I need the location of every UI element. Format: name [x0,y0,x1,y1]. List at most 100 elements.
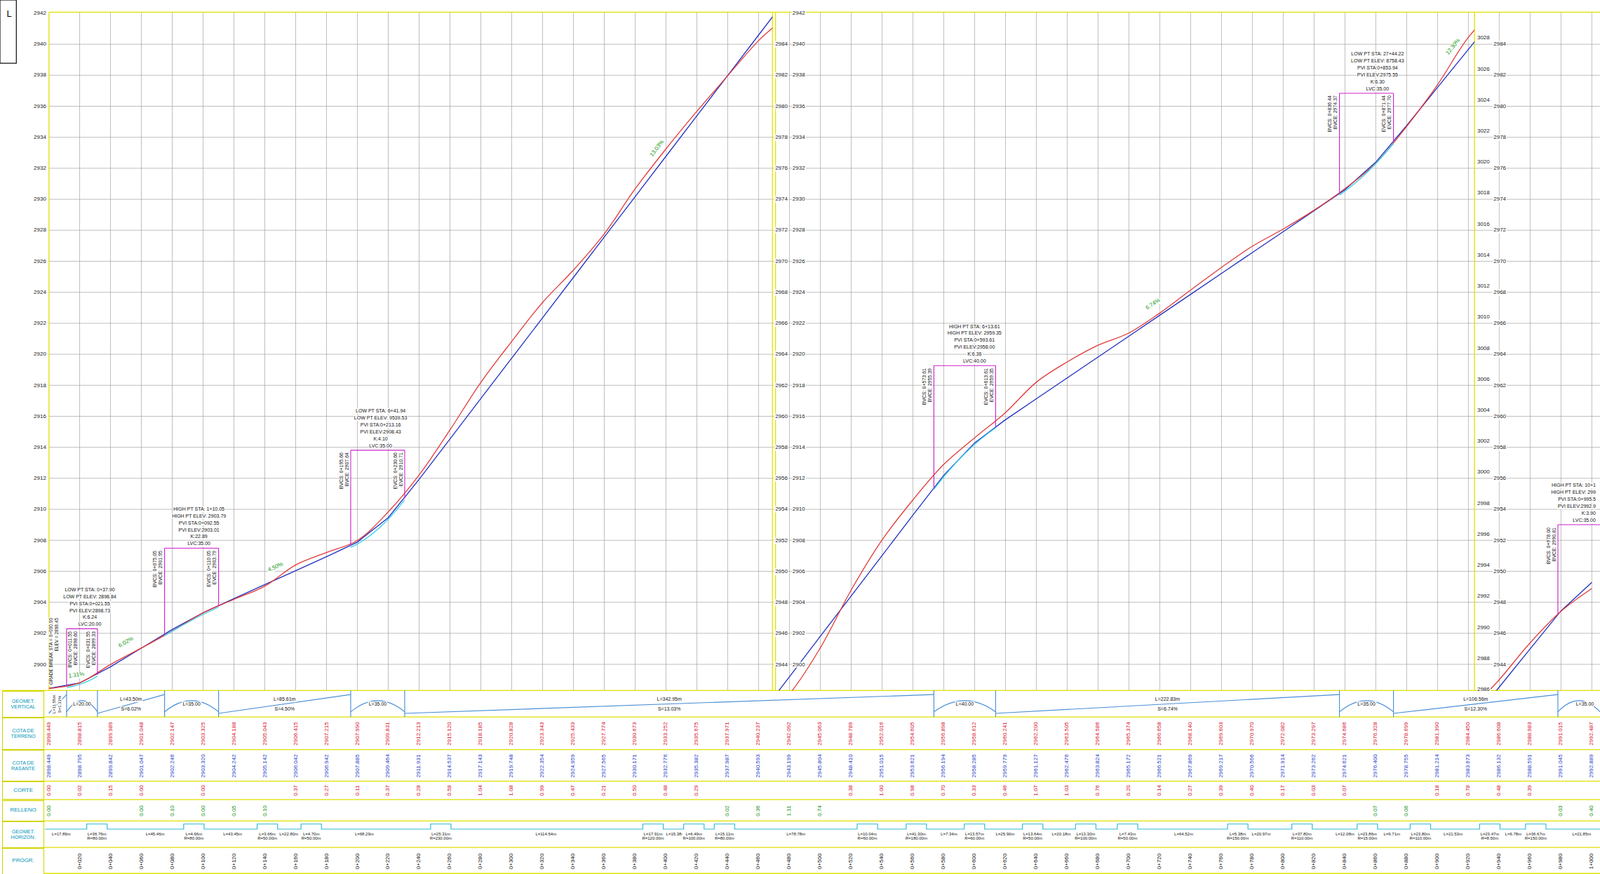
grid-line [912,11,914,691]
tangent-length: L=85.61m [272,696,297,703]
curve-tick [995,690,997,717]
elevation-tick: 3010 [1476,314,1491,321]
grade-elevation: 2909.464 [385,753,392,778]
elevation-tick: 2968 [1492,289,1507,297]
station-label: 0+780 [1249,852,1256,870]
grade-elevation: 2963.824 [1094,753,1102,778]
tangent-length: L=106.56m [1462,696,1489,703]
grid-line [49,632,1600,634]
elevation-tick: 2940 [32,41,47,48]
ground-line [772,11,1475,691]
grade-elevation: 2943.199 [786,753,793,778]
station-label: 0+900 [1434,852,1441,870]
elevation-tick: 2910 [791,506,806,513]
fill-depth: 0.10 [261,804,268,818]
horizontal-geometry-label: L=23.47m R=8.50m [1479,831,1500,842]
curve-data: LOW PT STA: 27+44.22 [1350,51,1405,57]
grade-elevation: 2903.320 [199,753,207,778]
grid-line [140,11,142,691]
station-label: 0+100 [199,852,207,870]
grade-elevation: 2970.566 [1249,753,1256,778]
grade-elevation: 2983.673 [1465,753,1472,778]
grade-label: 6.74% [1144,296,1162,312]
curve-bar [1339,92,1394,94]
cut-depth: 0.37 [292,784,299,798]
grid-line [1282,11,1284,691]
grid-line [1221,11,1222,691]
elevation-tick: 2956 [774,475,789,482]
elevation-tick: 2972 [774,227,789,234]
station-label: 0+080 [169,852,176,870]
station-label: 0+880 [1403,852,1410,870]
row-header: RELLENO [2,800,45,823]
tangent-line [1393,694,1558,714]
horizontal-geometry-label: L=78.78m [785,831,806,837]
grade-elevation: 2899.842 [107,753,114,778]
tangent-length: L=222.83m [1154,696,1181,703]
terrain-elevation: 2923.343 [539,721,546,746]
station-label: 0+020 [76,852,83,870]
grid-line [49,136,1600,138]
horizontal-geometry-label: L=22.80m [278,831,299,837]
fill-depth: 0.10 [169,804,176,818]
terrain-elevation: 2901.048 [138,721,145,746]
grade-label: 1.31% [67,671,86,680]
bvc-leader [164,547,165,635]
terrain-elevation: 2981.390 [1434,721,1441,746]
horizontal-geometry-label: L=7.34m [939,831,959,837]
cut-depth: 0.07 [1341,784,1349,798]
elevation-tick: 2936 [32,103,47,110]
curve-data: PVI ELEV:2975.55 [1356,72,1399,78]
grid-line [634,11,636,691]
cut-depth: 0.38 [848,784,855,798]
terrain-elevation: 2978.699 [1403,721,1410,746]
terrain-elevation: 2909.831 [385,721,392,746]
terrain-elevation: 2907.215 [323,721,330,746]
terrain-elevation: 2904.188 [230,721,238,746]
grid-line [49,322,1600,324]
elevation-tick: 2938 [791,72,806,79]
elevation-tick: 2900 [791,661,806,668]
curve-length: L=35.00 [1356,701,1377,708]
horizontal-geometry-label: L=20.18m [1050,831,1072,837]
row-title: COTA DE TERRENO [2,728,44,740]
station-label: 0+060 [138,852,145,870]
grid-line [696,11,698,691]
horizontal-geometry-label: L=45.46m [145,831,166,837]
curve-station: BVCS: 0+075.05 [152,549,159,588]
curve-data: LVC:20.00 [77,621,103,628]
grid-line [49,230,1600,231]
row-title: CORTE [13,787,33,795]
grade-elevation: 2906.042 [292,753,299,778]
grade-elevation: 2951.015 [878,753,886,778]
grade-elevation: 2911.931 [415,753,423,778]
station-label: 0+360 [601,852,608,870]
evc-leader [218,547,219,606]
ground-line [49,11,773,689]
elevation-tick: 3016 [1476,220,1491,228]
grid-line [49,601,1600,603]
station-label: 0+740 [1187,852,1194,870]
grade-elevation: 2919.748 [508,753,515,778]
station-label: 0+460 [755,852,762,870]
grade-label: 4.50% [266,561,285,574]
station-label: 0+240 [415,852,423,870]
station-label: 0+160 [292,852,299,870]
elevation-tick: 3002 [1476,438,1491,445]
bvc-leader [933,365,935,488]
frame-line [2,873,1600,874]
fill-depth: 0.03 [1557,804,1565,818]
curve-data: LOW PT ELEV: 9539.53 [353,415,409,421]
elevation-tick: 2932 [32,165,47,172]
grid-line [542,11,543,691]
station-label: 0+820 [1311,852,1318,870]
cut-depth: 0.00 [45,784,52,798]
elevation-tick: 3012 [1476,283,1491,290]
elevation-tick: 2948 [774,599,789,607]
grid-line [943,11,945,691]
terrain-elevation: 2974.686 [1341,721,1349,746]
curve-elevation: EVCE: 2903.79 [212,549,219,586]
elevation-tick: 2900 [32,661,47,668]
terrain-elevation: 2898.449 [45,721,52,746]
terrain-elevation: 2907.990 [354,721,361,746]
